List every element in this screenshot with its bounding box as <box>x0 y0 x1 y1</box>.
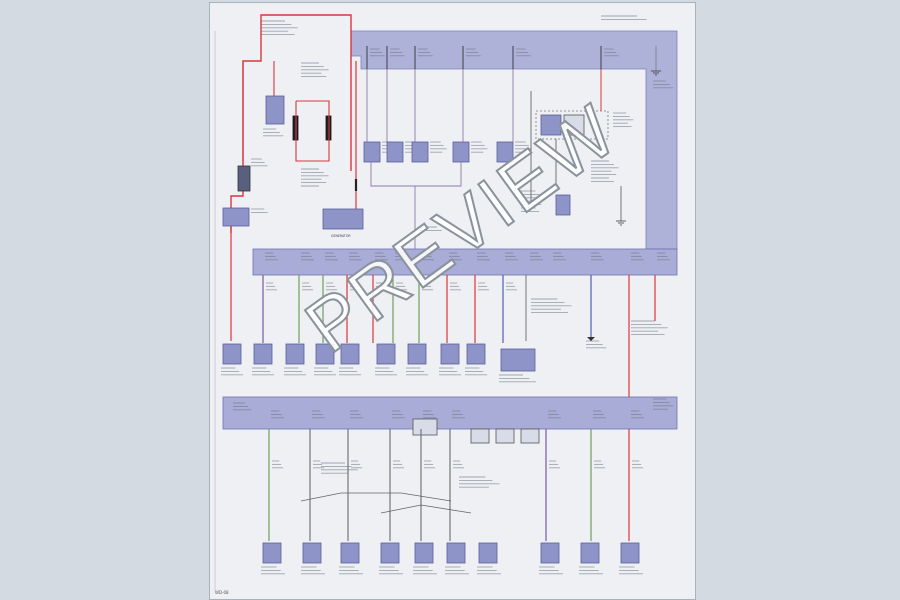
top-bus <box>350 30 678 250</box>
relay-box-outline <box>535 110 609 140</box>
load-component <box>466 343 486 365</box>
middle-bus <box>252 248 678 276</box>
ground-symbol <box>616 220 626 226</box>
ground-symbol <box>587 337 595 341</box>
page-id: WD-08 <box>215 590 229 595</box>
switch-component <box>386 141 404 163</box>
lower-bus <box>222 396 678 430</box>
relay-switch <box>563 114 585 136</box>
ground-symbol <box>651 70 661 76</box>
shield-wire <box>380 504 472 514</box>
actuator-component <box>262 542 282 564</box>
load-component <box>376 343 396 365</box>
wire <box>370 162 462 187</box>
load-component <box>407 343 427 365</box>
generator-label: GENERATOR <box>331 234 351 238</box>
switch-component <box>363 141 381 163</box>
shield-wire <box>300 492 452 502</box>
actuator-component <box>478 542 498 564</box>
load-component <box>253 343 273 365</box>
switch-component <box>496 141 514 163</box>
actuator-component <box>446 542 466 564</box>
load-component <box>315 343 335 365</box>
actuator-component <box>580 542 600 564</box>
switch-component <box>411 141 429 163</box>
wiring-diagram-sheet: GENERATOR <box>209 2 696 600</box>
inner-relay <box>495 428 515 444</box>
load-component <box>222 343 242 365</box>
load-component <box>340 343 360 365</box>
relay-coil <box>555 194 571 216</box>
starter-relay <box>222 207 250 227</box>
battery-component <box>237 165 251 192</box>
load-component <box>440 343 460 365</box>
wiring-diagram: GENERATOR <box>214 14 678 591</box>
relay-box <box>265 95 285 125</box>
fusible-loop <box>295 100 330 162</box>
switch-component <box>452 141 470 163</box>
actuator-component <box>540 542 560 564</box>
inner-relay <box>520 428 540 444</box>
generator <box>322 208 364 230</box>
control-module <box>500 348 536 372</box>
main-feed-wire <box>230 14 352 233</box>
actuator-component <box>414 542 434 564</box>
inner-relay <box>412 418 438 436</box>
relay <box>540 114 562 136</box>
actuator-component <box>620 542 640 564</box>
actuator-component <box>302 542 322 564</box>
inner-relay <box>470 428 490 444</box>
actuator-component <box>380 542 400 564</box>
actuator-component <box>340 542 360 564</box>
load-component <box>285 343 305 365</box>
